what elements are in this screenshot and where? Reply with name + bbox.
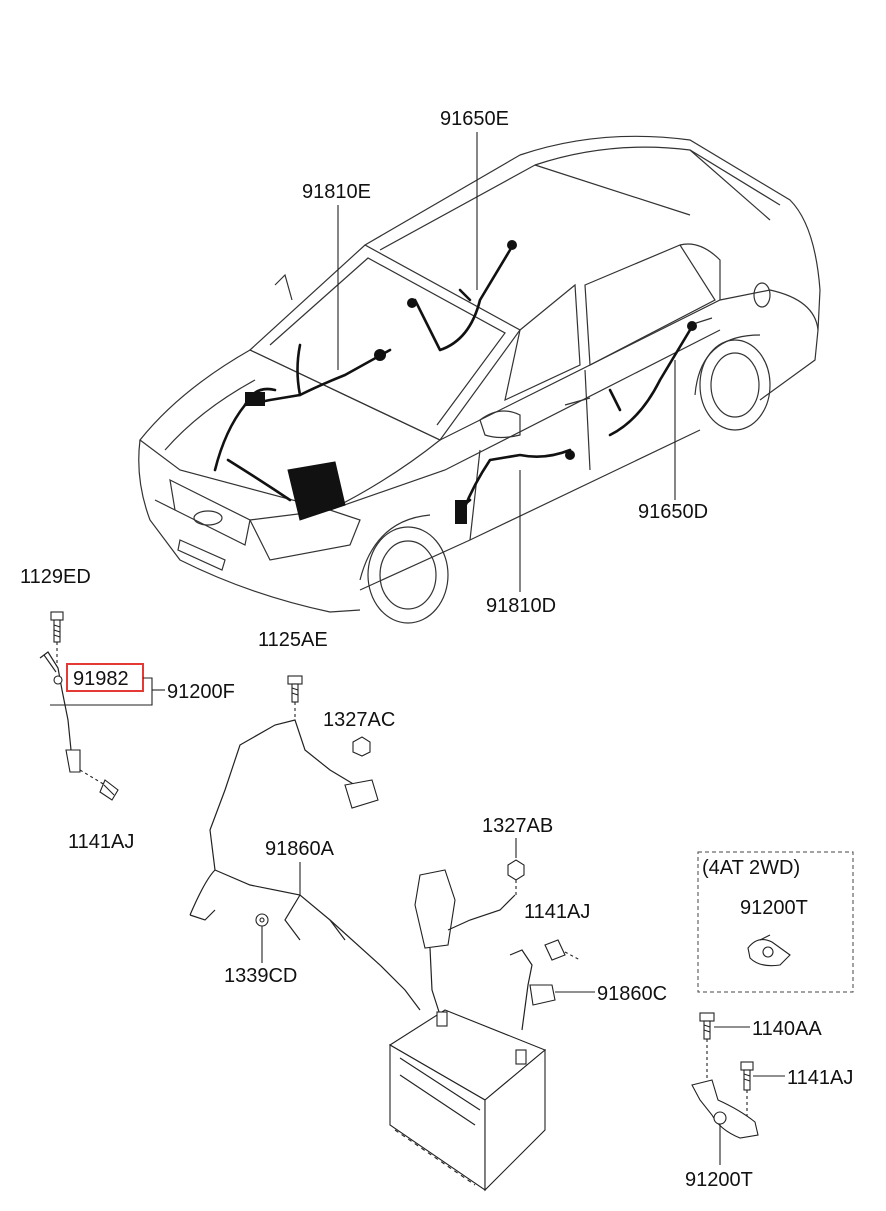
label-1327AC: 1327AC xyxy=(323,709,395,731)
battery-harness-91860a xyxy=(189,675,525,1016)
label-1141AJ-mid: 1141AJ xyxy=(524,901,590,923)
label-1327AB: 1327AB xyxy=(482,815,553,837)
label-1129ED: 1129ED xyxy=(20,566,91,588)
label-91860C: 91860C xyxy=(597,983,667,1005)
label-91810E: 91810E xyxy=(302,181,371,203)
label-91200F: 91200F xyxy=(167,681,235,703)
label-91200T-bottom: 91200T xyxy=(685,1169,753,1191)
label-1125AE: 1125AE xyxy=(258,629,328,651)
inset-frame xyxy=(697,851,854,993)
label-91860A: 91860A xyxy=(265,838,335,860)
ground-strap-91200t xyxy=(691,1012,759,1139)
label-1339CD: 1339CD xyxy=(224,965,297,987)
label-91650E: 91650E xyxy=(440,108,509,130)
label-91810D: 91810D xyxy=(486,595,556,617)
label-91650D: 91650D xyxy=(638,501,708,523)
car-leader-lines xyxy=(337,132,676,592)
ground-cable-91200f xyxy=(39,611,119,801)
label-1141AJ-right: 1141AJ xyxy=(787,1067,853,1089)
inset-title: (4AT 2WD) xyxy=(702,857,800,879)
label-91200T-inset: 91200T xyxy=(740,897,808,919)
car-harnesses xyxy=(213,240,697,524)
label-91982[interactable]: 91982 xyxy=(73,668,129,690)
bracket-91200F xyxy=(50,677,153,706)
car-illustration xyxy=(138,135,821,624)
inset-ground-strap xyxy=(747,934,791,967)
label-1140AA: 1140AA xyxy=(752,1018,822,1040)
label-1141AJ-left: 1141AJ xyxy=(68,831,134,853)
negative-cable-91860c xyxy=(509,939,581,1031)
battery xyxy=(388,1009,547,1192)
